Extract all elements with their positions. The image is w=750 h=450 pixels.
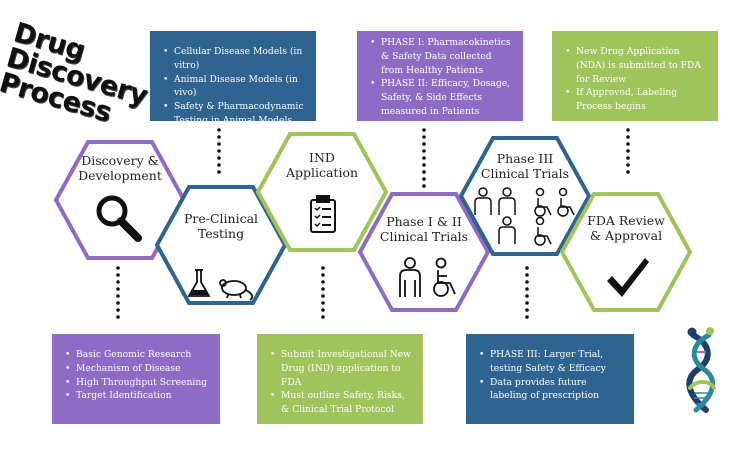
stage-label-fda-2: & Approval <box>590 228 662 243</box>
discovery-bullet-4: Target Identification <box>65 389 212 403</box>
stage-label-phase12-2: Clinical Trials <box>380 229 468 244</box>
stage-label-phase3-1: Phase III <box>497 151 554 166</box>
connector-fda <box>626 128 630 174</box>
person-icon-1 <box>474 187 492 215</box>
discovery-bullet-2: Mechanism of Disease <box>65 362 212 376</box>
fda-bullet-2: If Approved, Labeling Process begins <box>565 86 710 114</box>
phase3-info-box: PHASE III: Larger Trial, testing Safety … <box>466 334 634 424</box>
stage-label-preclinical-2: Testing <box>198 226 244 241</box>
wheelchair-person-icon <box>433 257 456 297</box>
preclinical-bullet-1: Cellular Disease Models (in vitro) <box>163 45 308 73</box>
fda-info-box: New Drug Application (NDA) is submitted … <box>552 31 718 121</box>
preclinical-info-box: Cellular Disease Models (in vitro) Anima… <box>150 31 316 126</box>
hexagon-fda <box>559 192 693 312</box>
phase12-info-box: PHASE I: Pharmacokinetics & Safety Data … <box>357 31 523 121</box>
phase3-bullet-1: PHASE III: Larger Trial, testing Safety … <box>479 348 626 376</box>
discovery-bullet-1: Basic Genomic Research <box>65 348 212 362</box>
checkmark-icon <box>607 258 649 297</box>
stage-label-ind-2: Application <box>285 165 358 180</box>
magnifying-glass-icon <box>96 195 142 242</box>
stage-label-discovery-1: Discovery & <box>81 153 159 168</box>
connector-discovery <box>116 266 120 319</box>
patient-group-icon <box>474 187 575 246</box>
phase12-bullet-2: PHASE II: Efficacy, Dosage, Safety, & Si… <box>370 77 515 118</box>
hexagon-phase12 <box>357 192 491 312</box>
preclinical-bullet-3: Safety & Pharmacodynamic Testing in Anim… <box>163 100 308 128</box>
discovery-info-box: Basic Genomic Research Mechanism of Dise… <box>52 334 220 424</box>
person-icon-3 <box>498 216 516 244</box>
dna-helix-logo-icon <box>686 327 716 413</box>
connector-ind <box>321 266 325 319</box>
discovery-bullet-3: High Throughput Screening <box>65 376 212 390</box>
person-icon-2 <box>498 187 516 215</box>
stage-label-preclinical-1: Pre-Clinical <box>184 211 258 226</box>
flask-icon <box>187 269 211 297</box>
hexagon-discovery <box>53 140 187 260</box>
stage-label-phase3-2: Clinical Trials <box>481 166 569 181</box>
hexagon-preclinical <box>154 185 288 305</box>
ind-info-box: Submit Investigational New Drug (IND) ap… <box>257 334 423 424</box>
stage-label-discovery-2: Development <box>78 168 162 183</box>
fda-bullet-1: New Drug Application (NDA) is submitted … <box>565 45 710 86</box>
connector-phase12 <box>422 128 426 188</box>
ind-bullet-2: Must outline Safety, Risks, & Clinical T… <box>270 389 415 417</box>
wheelchair-icon-3 <box>534 216 552 246</box>
wheelchair-icon-1 <box>534 187 552 217</box>
mouse-icon <box>219 279 254 301</box>
connector-preclinical <box>217 128 221 174</box>
wheelchair-icon-2 <box>557 187 575 217</box>
preclinical-bullet-2: Animal Disease Models (in vivo) <box>163 73 308 101</box>
hexagon-ind <box>255 132 389 252</box>
diagram-title: Drug Discovery Process <box>0 17 162 136</box>
stage-label-fda-1: FDA Review <box>587 213 665 228</box>
dotted-connectors <box>116 128 630 319</box>
ind-bullet-1: Submit Investigational New Drug (IND) ap… <box>270 348 415 389</box>
stage-label-phase12-1: Phase I & II <box>386 214 462 229</box>
connector-phase3 <box>525 266 529 319</box>
phase3-bullet-2: Data provides future labeling of prescri… <box>479 376 626 404</box>
phase12-bullet-1: PHASE I: Pharmacokinetics & Safety Data … <box>370 36 515 77</box>
clipboard-checklist-icon <box>310 195 336 233</box>
patients-icon <box>399 257 456 297</box>
flask-and-mouse-icon <box>187 269 254 301</box>
standing-person-icon <box>399 257 421 297</box>
hexagon-phase3 <box>458 136 592 256</box>
stage-label-ind-1: IND <box>309 150 335 165</box>
